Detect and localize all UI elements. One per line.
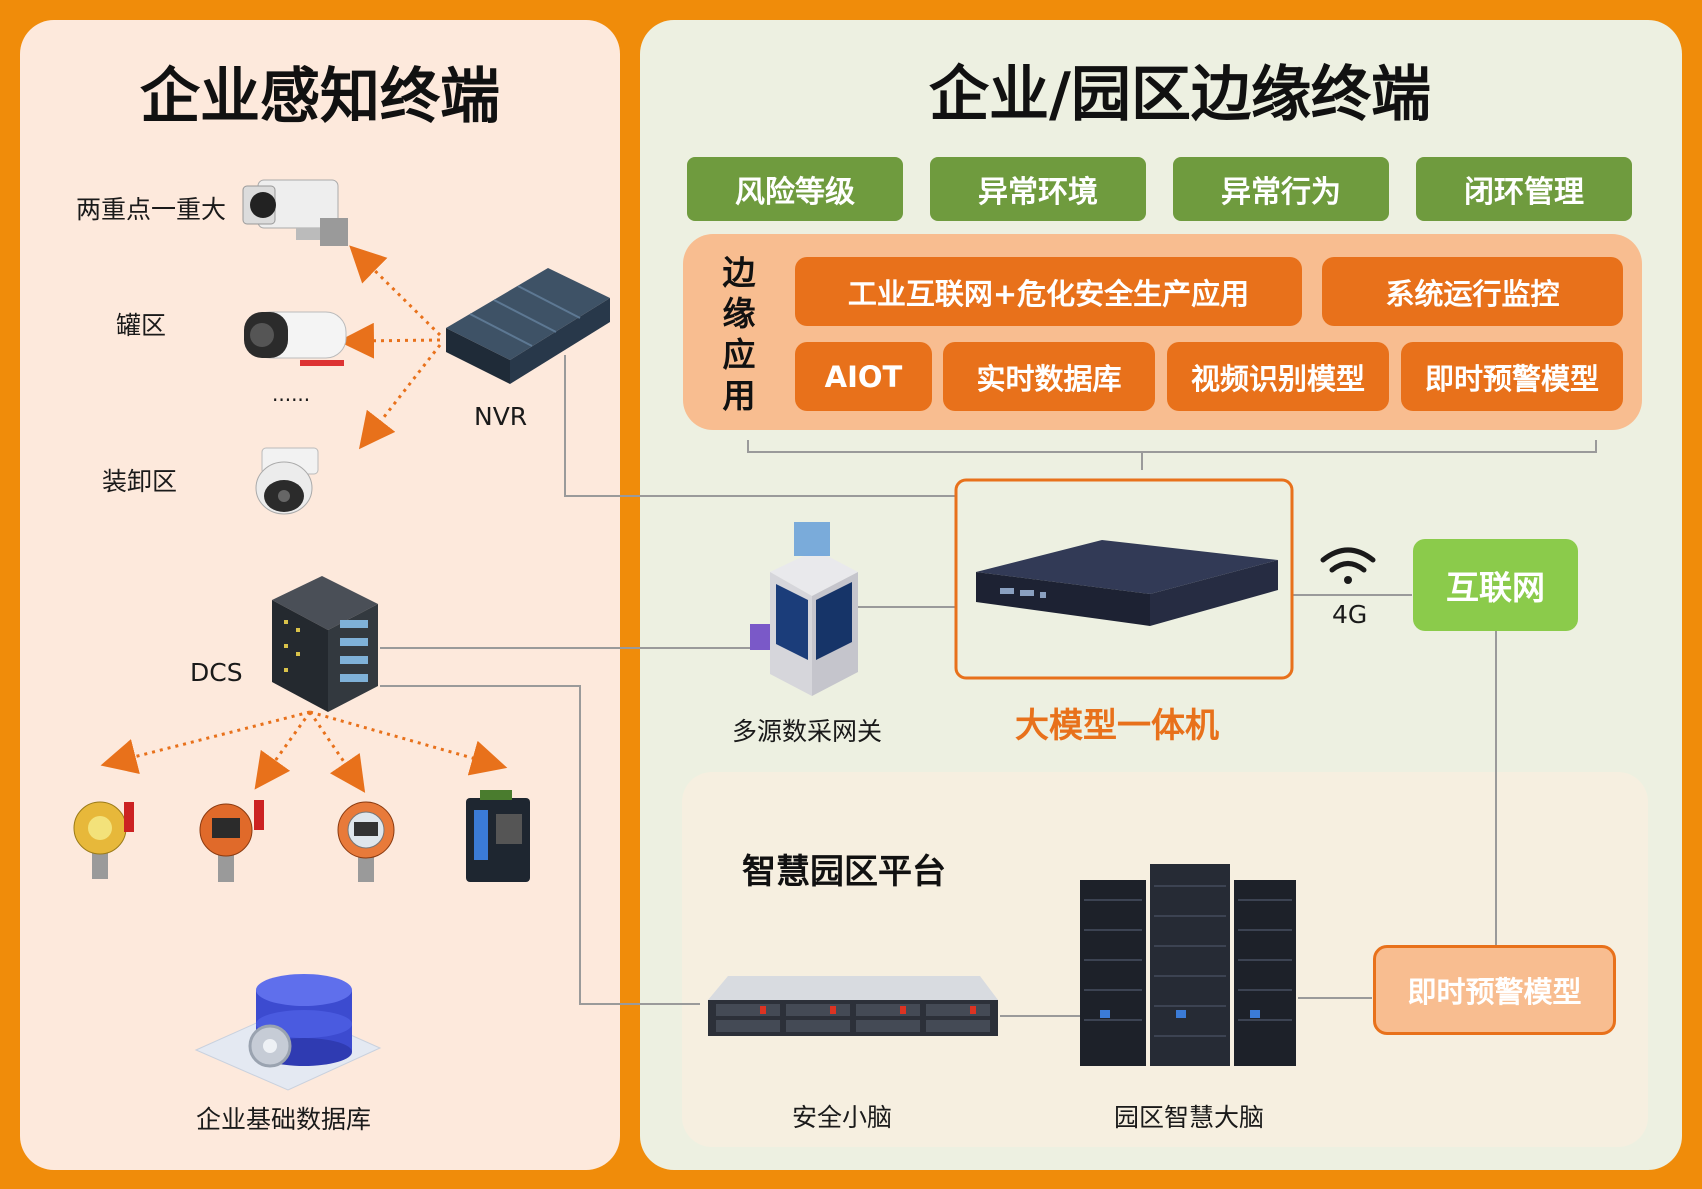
park-brain-label: 园区智慧大脑 <box>1114 1103 1265 1132</box>
gas-detector-1-icon <box>73 801 134 879</box>
internet-box: 互联网 <box>1413 539 1578 631</box>
app-instant-warning-model: 即时预警模型 <box>1401 342 1623 411</box>
right-panel-title: 企业/园区边缘终端 <box>929 60 1431 130</box>
left-panel-title: 企业感知终端 <box>140 62 500 132</box>
camera-label-ellipsis: ...... <box>272 382 311 406</box>
dcs-rack-icon <box>272 576 378 712</box>
app-video-recognition-model: 视频识别模型 <box>1167 342 1389 411</box>
tag-closed-loop-management: 闭环管理 <box>1416 157 1632 221</box>
dcs-label: DCS <box>190 658 243 687</box>
wifi-icon <box>1320 547 1376 584</box>
safety-brain-label: 安全小脑 <box>792 1103 893 1132</box>
tag-abnormal-environment: 异常环境 <box>930 157 1146 221</box>
gateway-label: 多源数采网关 <box>732 717 883 746</box>
app-aiot: AIOT <box>795 342 932 411</box>
camera-1-icon <box>242 179 348 246</box>
appliance-frame <box>954 478 1294 680</box>
safety-brain-server-icon <box>708 976 998 1036</box>
app-system-monitoring: 系统运行监控 <box>1322 257 1623 326</box>
app-realtime-database: 实时数据库 <box>943 342 1155 411</box>
nvr-device-icon <box>446 268 610 384</box>
warning-model-box: 即时预警模型 <box>1373 945 1616 1035</box>
database-icon <box>194 974 382 1091</box>
platform-title: 智慧园区平台 <box>742 852 946 892</box>
io-module-icon <box>466 790 530 882</box>
nvr-camera-arrows <box>338 245 442 450</box>
dcs-sensor-arrows <box>100 710 508 793</box>
park-brain-servers-icon <box>1080 864 1296 1066</box>
gateway-icon <box>750 522 858 696</box>
camera-label-loading-area: 装卸区 <box>102 467 178 496</box>
nvr-label: NVR <box>474 402 528 431</box>
gas-detector-2-icon <box>199 800 264 882</box>
camera-2-icon <box>244 311 347 366</box>
database-label: 企业基础数据库 <box>196 1105 372 1134</box>
camera-3-icon <box>255 447 319 515</box>
gas-detector-3-icon <box>337 801 395 882</box>
app-industrial-internet-safety: 工业互联网+危化安全生产应用 <box>795 257 1302 326</box>
camera-label-tank-area: 罐区 <box>116 311 167 340</box>
tag-abnormal-behavior: 异常行为 <box>1173 157 1389 221</box>
edge-application-label: 边 缘 应 用 <box>722 253 756 415</box>
camera-label-key-hazard: 两重点一重大 <box>76 195 227 224</box>
connector-lines <box>380 355 1597 1017</box>
tag-risk-level: 风险等级 <box>687 157 903 221</box>
appliance-label: 大模型一体机 <box>1015 706 1219 746</box>
network-4g-label: 4G <box>1332 600 1368 629</box>
